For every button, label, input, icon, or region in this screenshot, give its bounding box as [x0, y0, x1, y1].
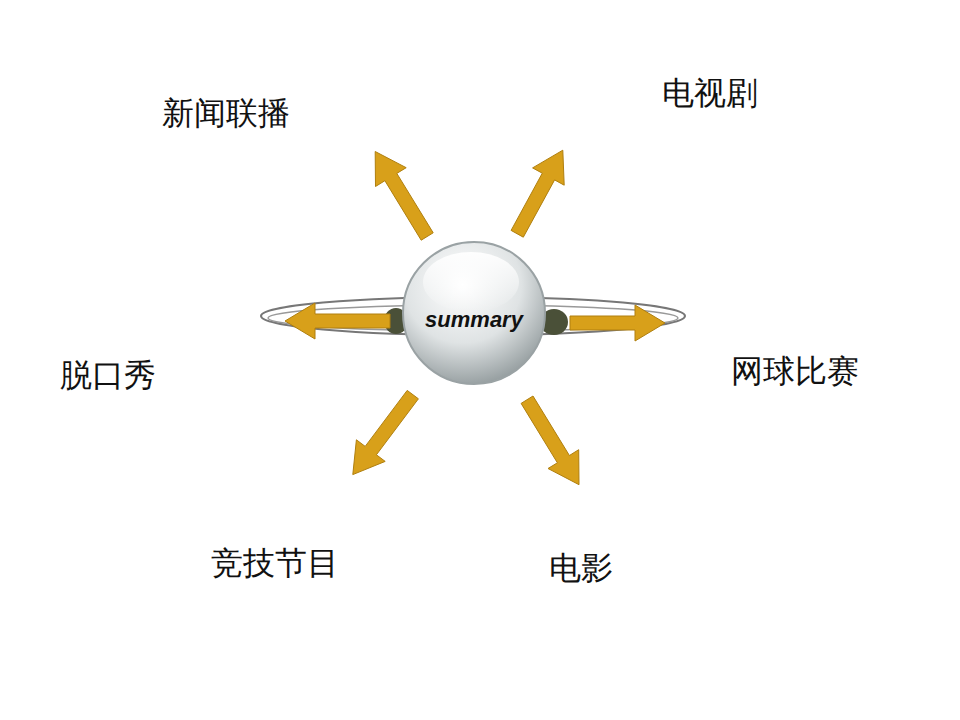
- category-label: 电影: [549, 549, 613, 587]
- block-arrow: [285, 303, 390, 339]
- hub-label: summary: [401, 307, 547, 333]
- block-arrow: [521, 396, 579, 485]
- category-label: 网球比赛: [731, 352, 859, 390]
- category-label: 新闻联播: [162, 94, 290, 132]
- category-label: 电视剧: [662, 74, 758, 112]
- category-text: 脱口秀: [60, 356, 156, 394]
- block-arrow: [353, 390, 419, 474]
- category-label: 竞技节目: [211, 544, 339, 582]
- category-text: 网球比赛: [731, 352, 859, 390]
- summary-sphere: summary: [401, 240, 547, 386]
- category-text: 竞技节目: [211, 544, 339, 582]
- category-text: 新闻联播: [162, 94, 290, 132]
- block-arrow: [375, 152, 433, 241]
- block-arrow: [570, 305, 665, 341]
- block-arrow: [511, 150, 564, 237]
- category-label: 脱口秀: [60, 356, 156, 394]
- category-text: 电影: [549, 549, 613, 587]
- category-text: 电视剧: [662, 74, 758, 112]
